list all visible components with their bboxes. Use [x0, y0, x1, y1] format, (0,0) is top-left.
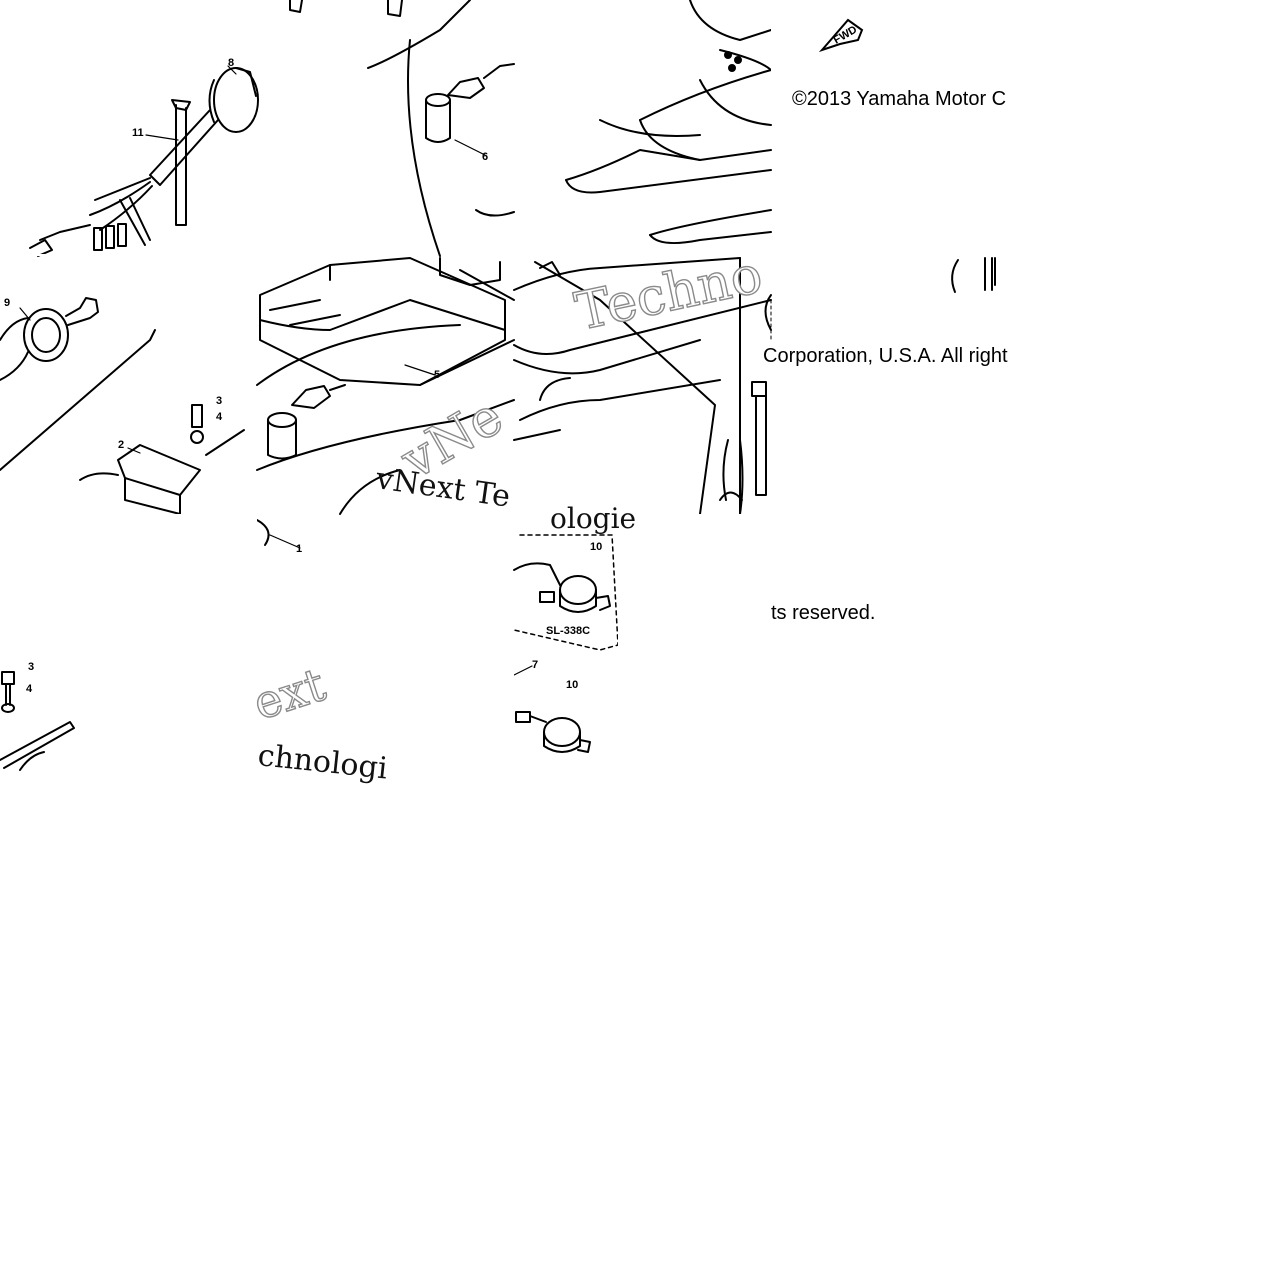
- leader-8: [227, 65, 237, 75]
- copyright-line-3: ts reserved.: [771, 602, 876, 624]
- leader-11: [145, 134, 179, 141]
- plug-part-bottom: [256, 519, 301, 549]
- watermark-4: ologie: [550, 502, 636, 535]
- callout-3b: 3: [28, 661, 34, 673]
- plug-cap-top: [289, 0, 515, 257]
- callout-6: 6: [482, 151, 488, 163]
- leader-2: [127, 447, 141, 454]
- snowmobile-front: [565, 0, 772, 245]
- watermark-5: ext: [247, 657, 332, 731]
- leader-9: [19, 307, 31, 321]
- callout-8: 8: [228, 57, 234, 69]
- tachometer-assembly: [0, 67, 259, 257]
- callout-10a: 10: [590, 541, 602, 553]
- bolt-detail: [0, 671, 75, 771]
- callout-10b: 10: [566, 679, 578, 691]
- main-switch-and-coil: [0, 297, 245, 515]
- leader-6: [454, 139, 486, 156]
- wire-clips: [764, 257, 996, 341]
- callout-11: 11: [132, 127, 144, 139]
- callout-2: 2: [118, 439, 124, 451]
- cdi-unit: [256, 257, 515, 515]
- callout-4: 4: [216, 411, 223, 423]
- callout-7: 7: [532, 659, 538, 671]
- body-and-strap: [513, 257, 772, 515]
- callout-3: 3: [216, 395, 222, 407]
- callout-9: 9: [4, 297, 10, 309]
- copyright-line-1: ©2013 Yamaha Motor C: [792, 88, 1007, 110]
- callout-4b: 4: [26, 683, 33, 695]
- callout-5: 5: [434, 369, 440, 381]
- model-label: SL-338C: [546, 625, 590, 637]
- regulator-detail: [513, 534, 619, 753]
- callout-1: 1: [296, 543, 302, 555]
- watermark-1: Techno: [570, 245, 767, 343]
- leader-5: [404, 364, 436, 376]
- copyright-line-2: Corporation, U.S.A. All right: [763, 345, 1008, 367]
